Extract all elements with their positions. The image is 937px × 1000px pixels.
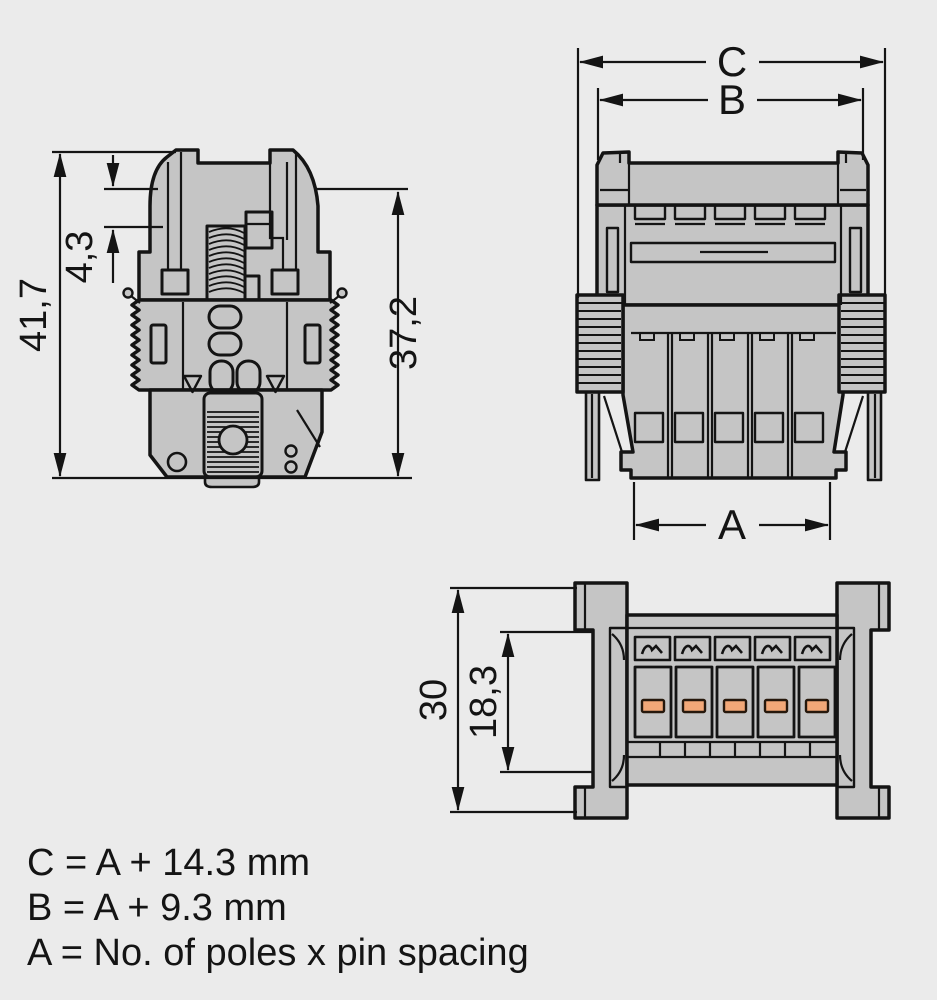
dim-label-latch-offset: 4,3 bbox=[59, 231, 101, 284]
front-view: C B A bbox=[575, 38, 887, 548]
actuation-channels bbox=[633, 665, 837, 739]
dim-label-overall-height: 41,7 bbox=[13, 278, 55, 352]
actuation-opening bbox=[804, 698, 830, 714]
dim-label-pole-span: A bbox=[718, 501, 746, 548]
pole-channels bbox=[631, 331, 836, 478]
marking-triangle bbox=[265, 374, 286, 394]
side-spring bbox=[205, 224, 247, 302]
side-grip-tab bbox=[203, 475, 261, 489]
side-middle-section bbox=[130, 298, 340, 392]
dim-label-overall-width: C bbox=[717, 38, 747, 85]
strain-relief-flange-right bbox=[837, 293, 887, 394]
dim-label-overall-depth: 30 bbox=[413, 679, 455, 721]
top-flange-right bbox=[835, 581, 891, 820]
dimension-formulas: C = A + 14.3 mm B = A + 9.3 mm A = No. o… bbox=[27, 841, 587, 976]
dim-label-housing-width: B bbox=[718, 76, 746, 123]
side-pin-left bbox=[122, 287, 134, 299]
side-dimensions: 41,7 4,3 37,2 bbox=[13, 150, 425, 480]
formula-c: C = A + 14.3 mm bbox=[27, 842, 311, 884]
dim-label-inner-depth: 18,3 bbox=[463, 665, 505, 739]
marking-triangle bbox=[182, 374, 203, 394]
top-dimensions: 30 18,3 bbox=[413, 586, 593, 814]
actuation-opening bbox=[722, 698, 748, 714]
formula-b: B = A + 9.3 mm bbox=[27, 887, 287, 929]
side-pin-right bbox=[336, 287, 348, 299]
actuation-opening bbox=[640, 698, 666, 714]
strain-relief-flange-left bbox=[575, 293, 625, 394]
wire-entry-opening bbox=[207, 304, 243, 330]
grip-circle bbox=[217, 424, 249, 456]
formula-a: A = No. of poles x pin spacing bbox=[27, 932, 529, 974]
actuation-opening bbox=[763, 698, 789, 714]
side-view: 41,7 4,3 37,2 bbox=[13, 148, 425, 489]
front-upper-body bbox=[595, 203, 870, 307]
top-flange-left bbox=[573, 581, 629, 820]
spring-hatching bbox=[208, 227, 245, 294]
top-view: 30 18,3 bbox=[413, 581, 891, 820]
front-lower-body bbox=[619, 303, 848, 480]
front-dimensions: C B A bbox=[576, 38, 887, 548]
dim-label-body-height: 37,2 bbox=[383, 296, 425, 370]
front-top-cap bbox=[595, 150, 870, 207]
actuation-opening bbox=[681, 698, 707, 714]
lever-row bbox=[633, 635, 832, 662]
coding-slots-row bbox=[633, 203, 827, 226]
wire-entry-opening bbox=[207, 331, 243, 357]
